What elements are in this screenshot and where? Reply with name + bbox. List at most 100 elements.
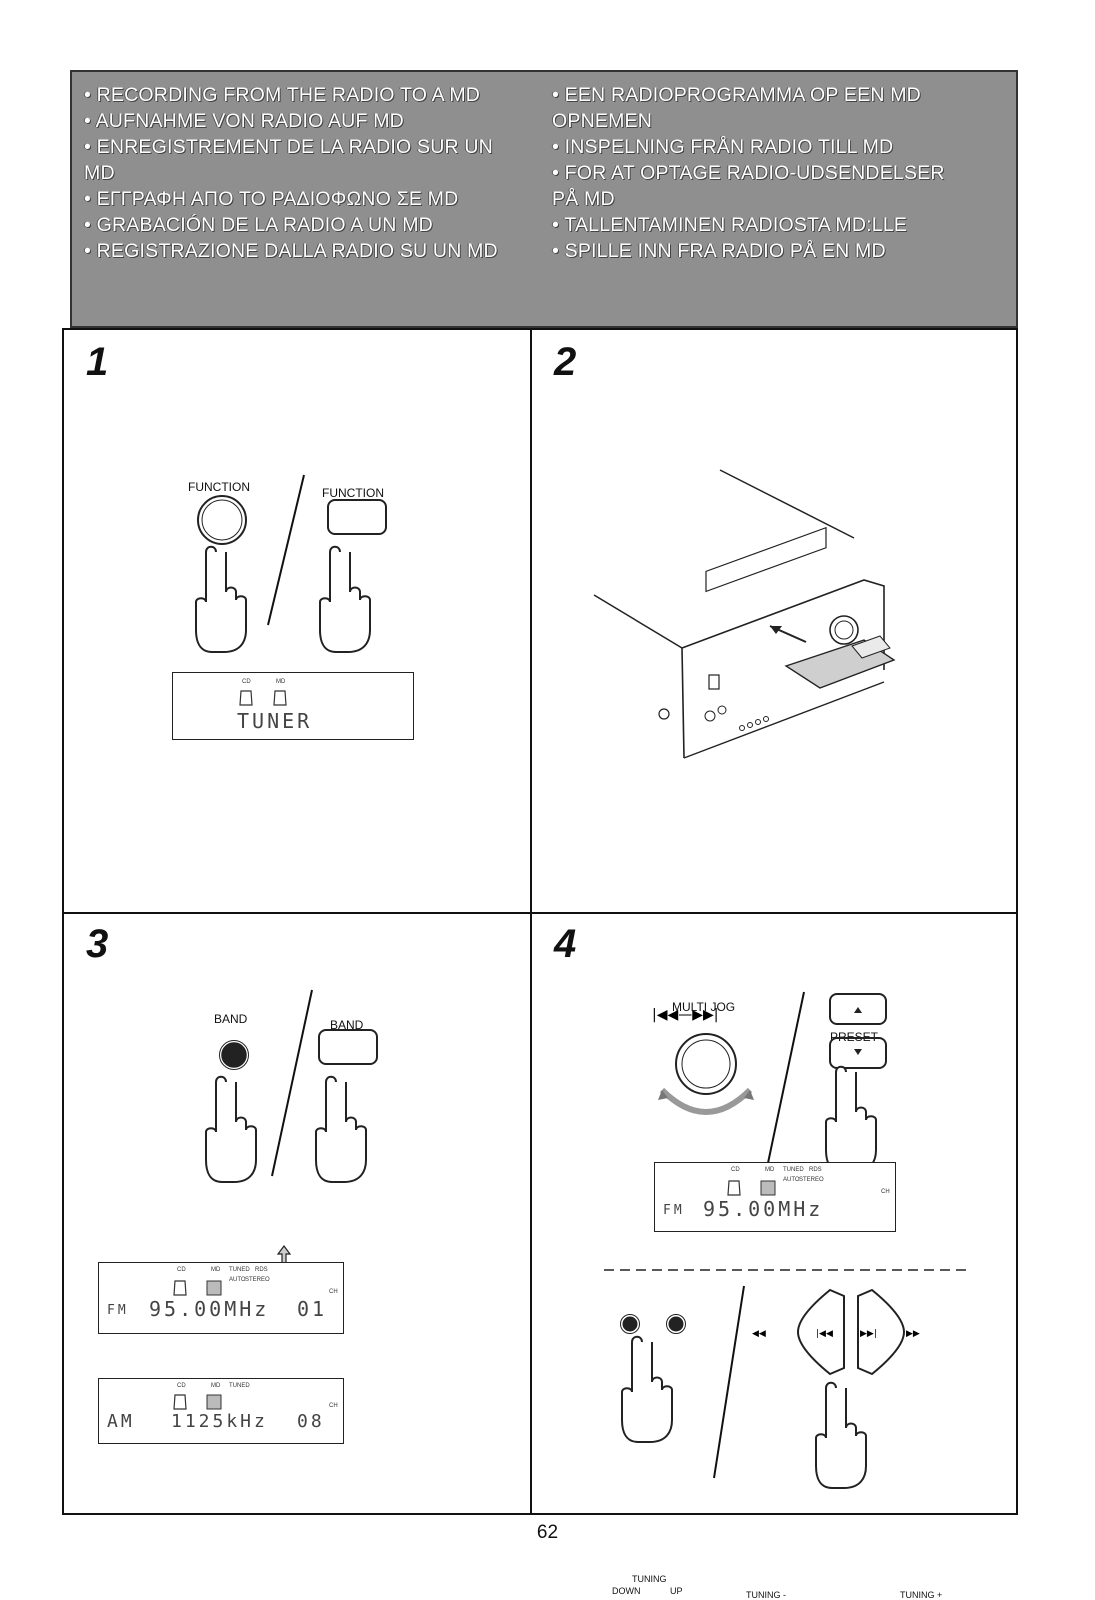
lcd-md-label: MD: [765, 1167, 775, 1173]
lcd-rds-label: RDS: [255, 1267, 268, 1273]
unit-button-icon: [755, 719, 761, 725]
separator-slash: [271, 989, 313, 1177]
unit-button-icon: [704, 710, 716, 722]
separator-slash: [267, 474, 305, 626]
up-triangle-icon: [854, 1007, 862, 1013]
separator-slash: [713, 1285, 745, 1479]
lcd-auto-label: AUTO: [783, 1177, 800, 1183]
md-slot-icon: [705, 526, 827, 593]
preset-down-button-icon: [829, 1037, 887, 1069]
lcd-display-fm: CD MD TUNED RDS AUTO STEREO CH FM 95.00M…: [654, 1162, 896, 1232]
lcd-auto-label: AUTO: [229, 1277, 246, 1283]
next-icon: ▶▶|: [860, 1329, 877, 1339]
volume-knob-inner-icon: [834, 620, 854, 640]
title-line: • ΕΓΓΡΑΦΗ ΑΠΟ ΤΟ ΡΑΔΙΟΦΩΝΟ ΣΕ MD: [84, 188, 459, 210]
minidisc-shutter-icon: [851, 635, 891, 659]
tuning-down-label: DOWN: [612, 1586, 641, 1596]
function-button-icon: [327, 499, 387, 535]
lcd-text: TUNER: [237, 709, 313, 733]
title-line: OPNEMEN: [552, 110, 652, 132]
title-column-right: • EEN RADIOPROGRAMMA OP EEN MD OPNEMEN •…: [552, 82, 945, 264]
rewind-glyph-icon: ◀◀: [752, 1329, 766, 1339]
insert-arrowhead-icon: [770, 626, 782, 634]
skip-arrows-icon: |◀◀—▶▶|: [652, 1007, 719, 1023]
step-3-number: 3: [86, 922, 109, 966]
down-triangle-icon: [854, 1049, 862, 1055]
unit-button-icon: [717, 705, 727, 715]
pointing-hand-icon: [319, 545, 371, 653]
pointing-hand-icon: [815, 1381, 867, 1489]
multi-jog-label: MULTI JOG: [672, 1000, 736, 1014]
title-line: • SPILLE INN FRA RADIO PÅ EN MD: [552, 240, 886, 262]
title-line: • ENREGISTREMENT DE LA RADIO SUR UN: [84, 136, 493, 158]
tuning-minus-label: TUNING -: [746, 1590, 786, 1600]
unit-display-icon: [708, 674, 720, 690]
band-button-ring-icon: [219, 1040, 249, 1070]
lcd-display-fm: CD MD TUNED RDS AUTO STEREO CH FM 95.00M…: [98, 1262, 344, 1334]
multi-jog-icon: [675, 1033, 737, 1095]
title-line: • INSPELNING FRÅN RADIO TILL MD: [552, 136, 894, 158]
lcd-stereo-label: STEREO: [799, 1177, 824, 1183]
lcd-band: AM: [107, 1411, 135, 1432]
preset-up-button-icon: [829, 993, 887, 1025]
tuning-plus-label: TUNING +: [900, 1590, 943, 1600]
lcd-frequency: 95.00MHz: [703, 1197, 824, 1221]
unit-button-icon: [739, 725, 745, 731]
function-label-jog: FUNCTION: [188, 480, 250, 494]
band-remote-button-icon: [318, 1029, 378, 1065]
lcd-md-label: MD: [211, 1383, 221, 1389]
lcd-ch-label: CH: [881, 1189, 890, 1195]
title-line: • RECORDING FROM THE RADIO TO A MD: [84, 84, 481, 106]
lcd-ch-label: CH: [329, 1289, 338, 1295]
steps-grid: 1 FUNCTION FUNCTION CD MD TUNER 2: [62, 328, 1018, 1600]
step-2-number: 2: [554, 340, 577, 384]
title-line: MD: [84, 162, 115, 184]
band-label-button: BAND: [214, 1012, 248, 1026]
tuning-label: TUNING: [632, 1574, 667, 1584]
step-4-number: 4: [554, 922, 577, 966]
cd-indicator-icon: [239, 690, 253, 706]
tuning-minus-button-icon: [796, 1288, 845, 1376]
lcd-md-label: MD: [211, 1267, 221, 1273]
band-button-icon: [221, 1042, 247, 1068]
title-column-left: • RECORDING FROM THE RADIO TO A MD • AUF…: [84, 82, 498, 264]
unit-button-icon: [763, 716, 769, 722]
lcd-cd-label: CD: [177, 1383, 186, 1389]
lcd-cd-label: CD: [177, 1267, 186, 1273]
md-disc-icon: [206, 1394, 222, 1410]
forward-glyph-icon: ▶▶: [906, 1329, 920, 1339]
pointing-hand-icon: [825, 1065, 877, 1173]
lcd-channel: 01: [297, 1297, 328, 1321]
title-line: • GRABACIÓN DE LA RADIO A UN MD: [84, 214, 433, 236]
lcd-tuned-label: TUNED: [229, 1383, 250, 1389]
title-line: • FOR AT OPTAGE RADIO-UDSENDELSER: [552, 162, 945, 184]
lcd-tuned-label: TUNED: [229, 1267, 250, 1273]
pointing-hand-icon: [315, 1075, 367, 1183]
tuning-down-button-icon: [622, 1316, 638, 1332]
title-banner: • RECORDING FROM THE RADIO TO A MD • AUF…: [70, 70, 1018, 328]
band-label-remote: BAND: [330, 1018, 364, 1032]
lcd-frequency: 1125kHz: [171, 1411, 268, 1432]
divider-horizontal: [64, 912, 1016, 914]
stereo-unit-icon: [683, 681, 885, 759]
rotate-arrowhead-left-icon: [658, 1090, 668, 1100]
cd-md-indicators: [173, 1280, 222, 1296]
title-line: • EEN RADIOPROGRAMMA OP EEN MD: [552, 84, 921, 106]
lcd-display-am: CD MD TUNED CH AM 1125kHz 08: [98, 1378, 344, 1444]
unit-outline: [593, 594, 683, 649]
cd-md-indicators: [727, 1180, 776, 1196]
lcd-stereo-label: STEREO: [245, 1277, 270, 1283]
pointing-hand-icon: [205, 1075, 257, 1183]
pointing-hand-icon: [621, 1335, 673, 1443]
function-knob-icon: [197, 495, 247, 545]
tuning-up-ring-icon: [666, 1314, 686, 1334]
multi-jog-inner-icon: [681, 1039, 731, 1089]
tuning-up-label: UP: [670, 1586, 683, 1596]
title-line: PÅ MD: [552, 188, 615, 210]
tuning-up-button-icon: [668, 1316, 684, 1332]
cd-md-indicators: [239, 690, 287, 706]
page-number: 62: [536, 1522, 559, 1543]
tuning-down-ring-icon: [620, 1314, 640, 1334]
minidisc-insert-illustration: [593, 469, 896, 759]
lcd-md-label: MD: [276, 679, 286, 685]
